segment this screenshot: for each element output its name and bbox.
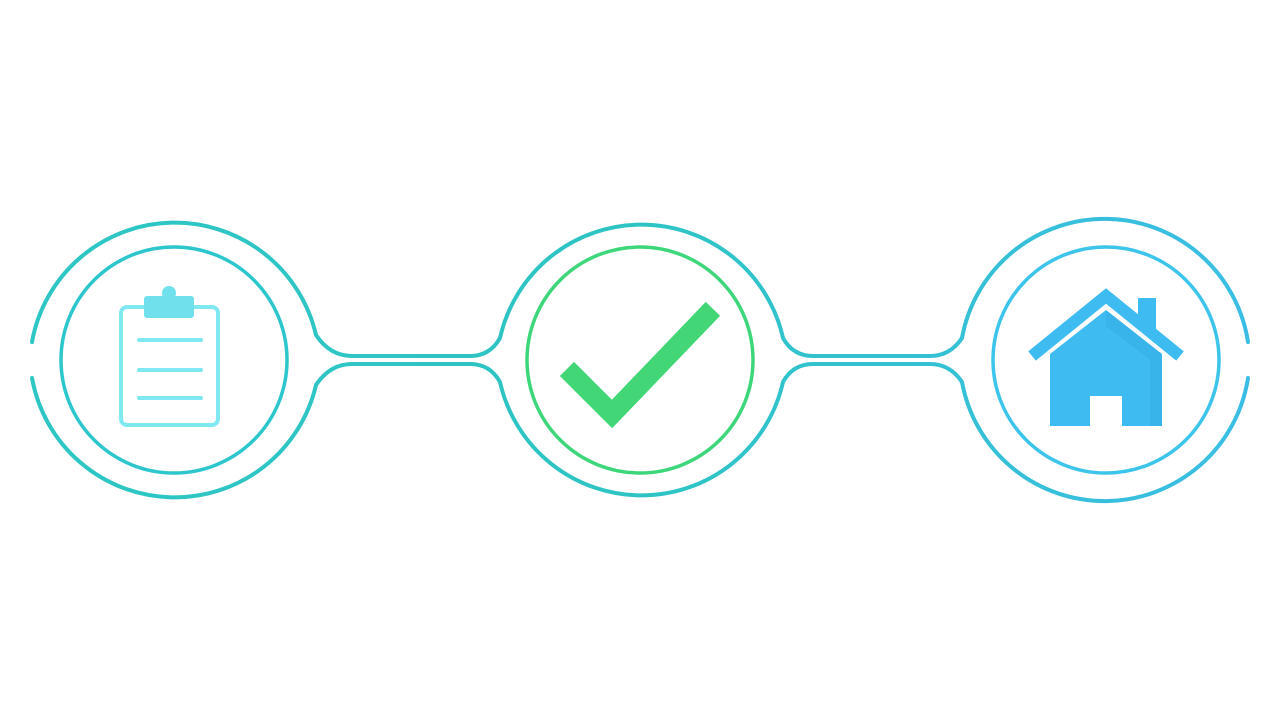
outer-ring-left bbox=[30, 216, 1250, 358]
outer-ring-bottom bbox=[30, 362, 1250, 504]
connector-outline bbox=[30, 216, 1250, 504]
checkmark-icon bbox=[559, 301, 721, 429]
clipboard-icon bbox=[119, 286, 220, 427]
inner-ring-clipboard bbox=[59, 245, 289, 475]
inner-ring-check bbox=[525, 245, 755, 475]
inner-ring-home bbox=[991, 245, 1221, 475]
home-icon bbox=[1028, 288, 1184, 426]
